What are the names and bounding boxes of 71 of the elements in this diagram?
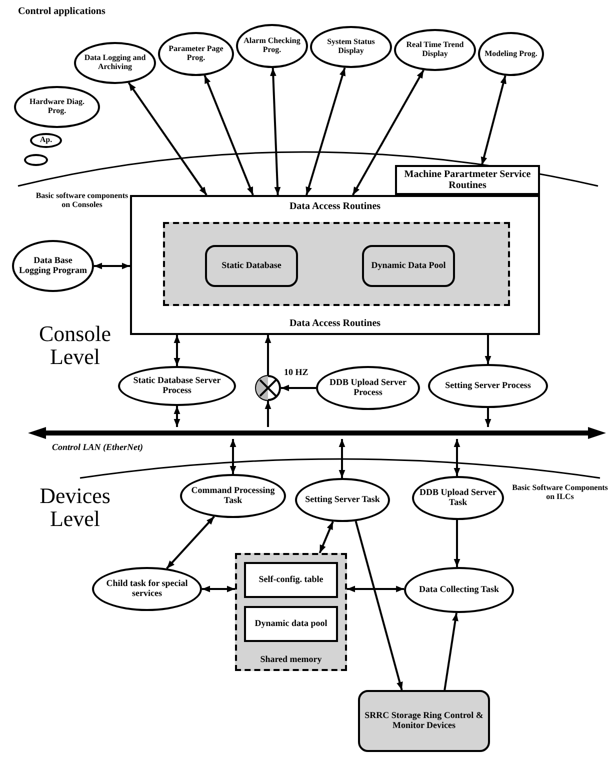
node-label: SRRC Storage Ring Control & Monitor Devices bbox=[364, 711, 484, 731]
arrow bbox=[318, 521, 334, 554]
shaded-box bbox=[163, 222, 510, 306]
node-label: Real Time Trend Display bbox=[405, 41, 465, 59]
arrow bbox=[174, 406, 180, 427]
rounded-box bbox=[205, 245, 298, 287]
node-label: Static Database bbox=[220, 261, 282, 271]
node-label: Self-config. table bbox=[258, 575, 324, 585]
node-label: Data Collecting Task bbox=[418, 585, 500, 595]
node-label: Dynamic data pool bbox=[254, 619, 328, 629]
arrow bbox=[94, 262, 130, 270]
node-label: System Status Display bbox=[326, 38, 376, 56]
routine-box bbox=[244, 562, 338, 598]
node-label: Parameter Page Prog. bbox=[168, 45, 224, 63]
rounded-box bbox=[362, 245, 455, 287]
shaded-box bbox=[235, 553, 347, 671]
box-heading: Data Access Routines bbox=[288, 318, 382, 329]
rounded-box bbox=[358, 690, 490, 752]
arrow bbox=[230, 439, 236, 474]
routine-box bbox=[395, 165, 540, 195]
box-heading: Data Access Routines bbox=[288, 201, 382, 212]
arrow bbox=[306, 67, 346, 196]
node-label: DDB Upload Server Task bbox=[418, 488, 498, 508]
arrow bbox=[484, 335, 492, 364]
routine-box bbox=[244, 606, 338, 642]
node-label: Dynamic Data Pool bbox=[370, 261, 447, 271]
annotation-text: Control applications bbox=[18, 5, 106, 19]
node-label: Setting Server Task bbox=[304, 495, 381, 505]
node-label: Data Logging and Archiving bbox=[83, 54, 147, 72]
arrow bbox=[264, 335, 272, 375]
annotation-text: 10 HZ bbox=[284, 366, 308, 379]
arrow bbox=[480, 75, 506, 166]
arrow bbox=[352, 70, 424, 196]
arrow bbox=[281, 384, 316, 392]
process-ellipse bbox=[74, 42, 156, 84]
node-label: Modeling Prog. bbox=[484, 50, 538, 58]
node-label: Static Database Server Process bbox=[132, 376, 222, 396]
node-label: Alarm Checking Prog. bbox=[242, 37, 302, 55]
arrow bbox=[454, 439, 460, 476]
arrow bbox=[347, 586, 404, 592]
small-ellipse bbox=[24, 154, 48, 166]
arrow bbox=[174, 335, 180, 366]
arrow bbox=[338, 439, 346, 478]
arrow bbox=[444, 612, 458, 690]
arrow bbox=[204, 75, 254, 196]
node-label: Machine Parartmeter Service Routines bbox=[403, 169, 532, 191]
node-label: Command Processing Task bbox=[190, 486, 276, 506]
node-label: Shared memory bbox=[259, 655, 323, 665]
annotation-text: Devices Level bbox=[38, 484, 112, 530]
arrow bbox=[128, 82, 208, 196]
node-label: DDB Upload Server Process bbox=[328, 378, 408, 398]
arrow bbox=[454, 520, 460, 568]
node-label: Hardware Diag. Prog. bbox=[28, 98, 86, 116]
annotation-text: Console Level bbox=[38, 322, 112, 368]
bus-label: Control LAN (EtherNet) bbox=[52, 441, 144, 454]
routine-box bbox=[130, 195, 540, 335]
arrow bbox=[484, 408, 492, 427]
process-ellipse bbox=[236, 24, 308, 68]
node-label: Data Base Logging Program bbox=[18, 256, 88, 276]
annotation-text: Basic Software Components on ILCs bbox=[512, 484, 608, 502]
annotation-text: Basic software components on Consoles bbox=[34, 192, 130, 210]
node-label: Child task for special services bbox=[105, 579, 189, 599]
node-label: Ap. bbox=[38, 136, 54, 145]
small-ellipse bbox=[30, 133, 62, 148]
process-ellipse bbox=[158, 32, 234, 76]
arrow bbox=[270, 68, 281, 196]
arrow bbox=[264, 401, 272, 427]
arrow bbox=[202, 586, 235, 592]
node-label: Setting Server Process bbox=[444, 381, 532, 391]
arrow bbox=[166, 516, 215, 570]
arrow bbox=[354, 520, 403, 690]
